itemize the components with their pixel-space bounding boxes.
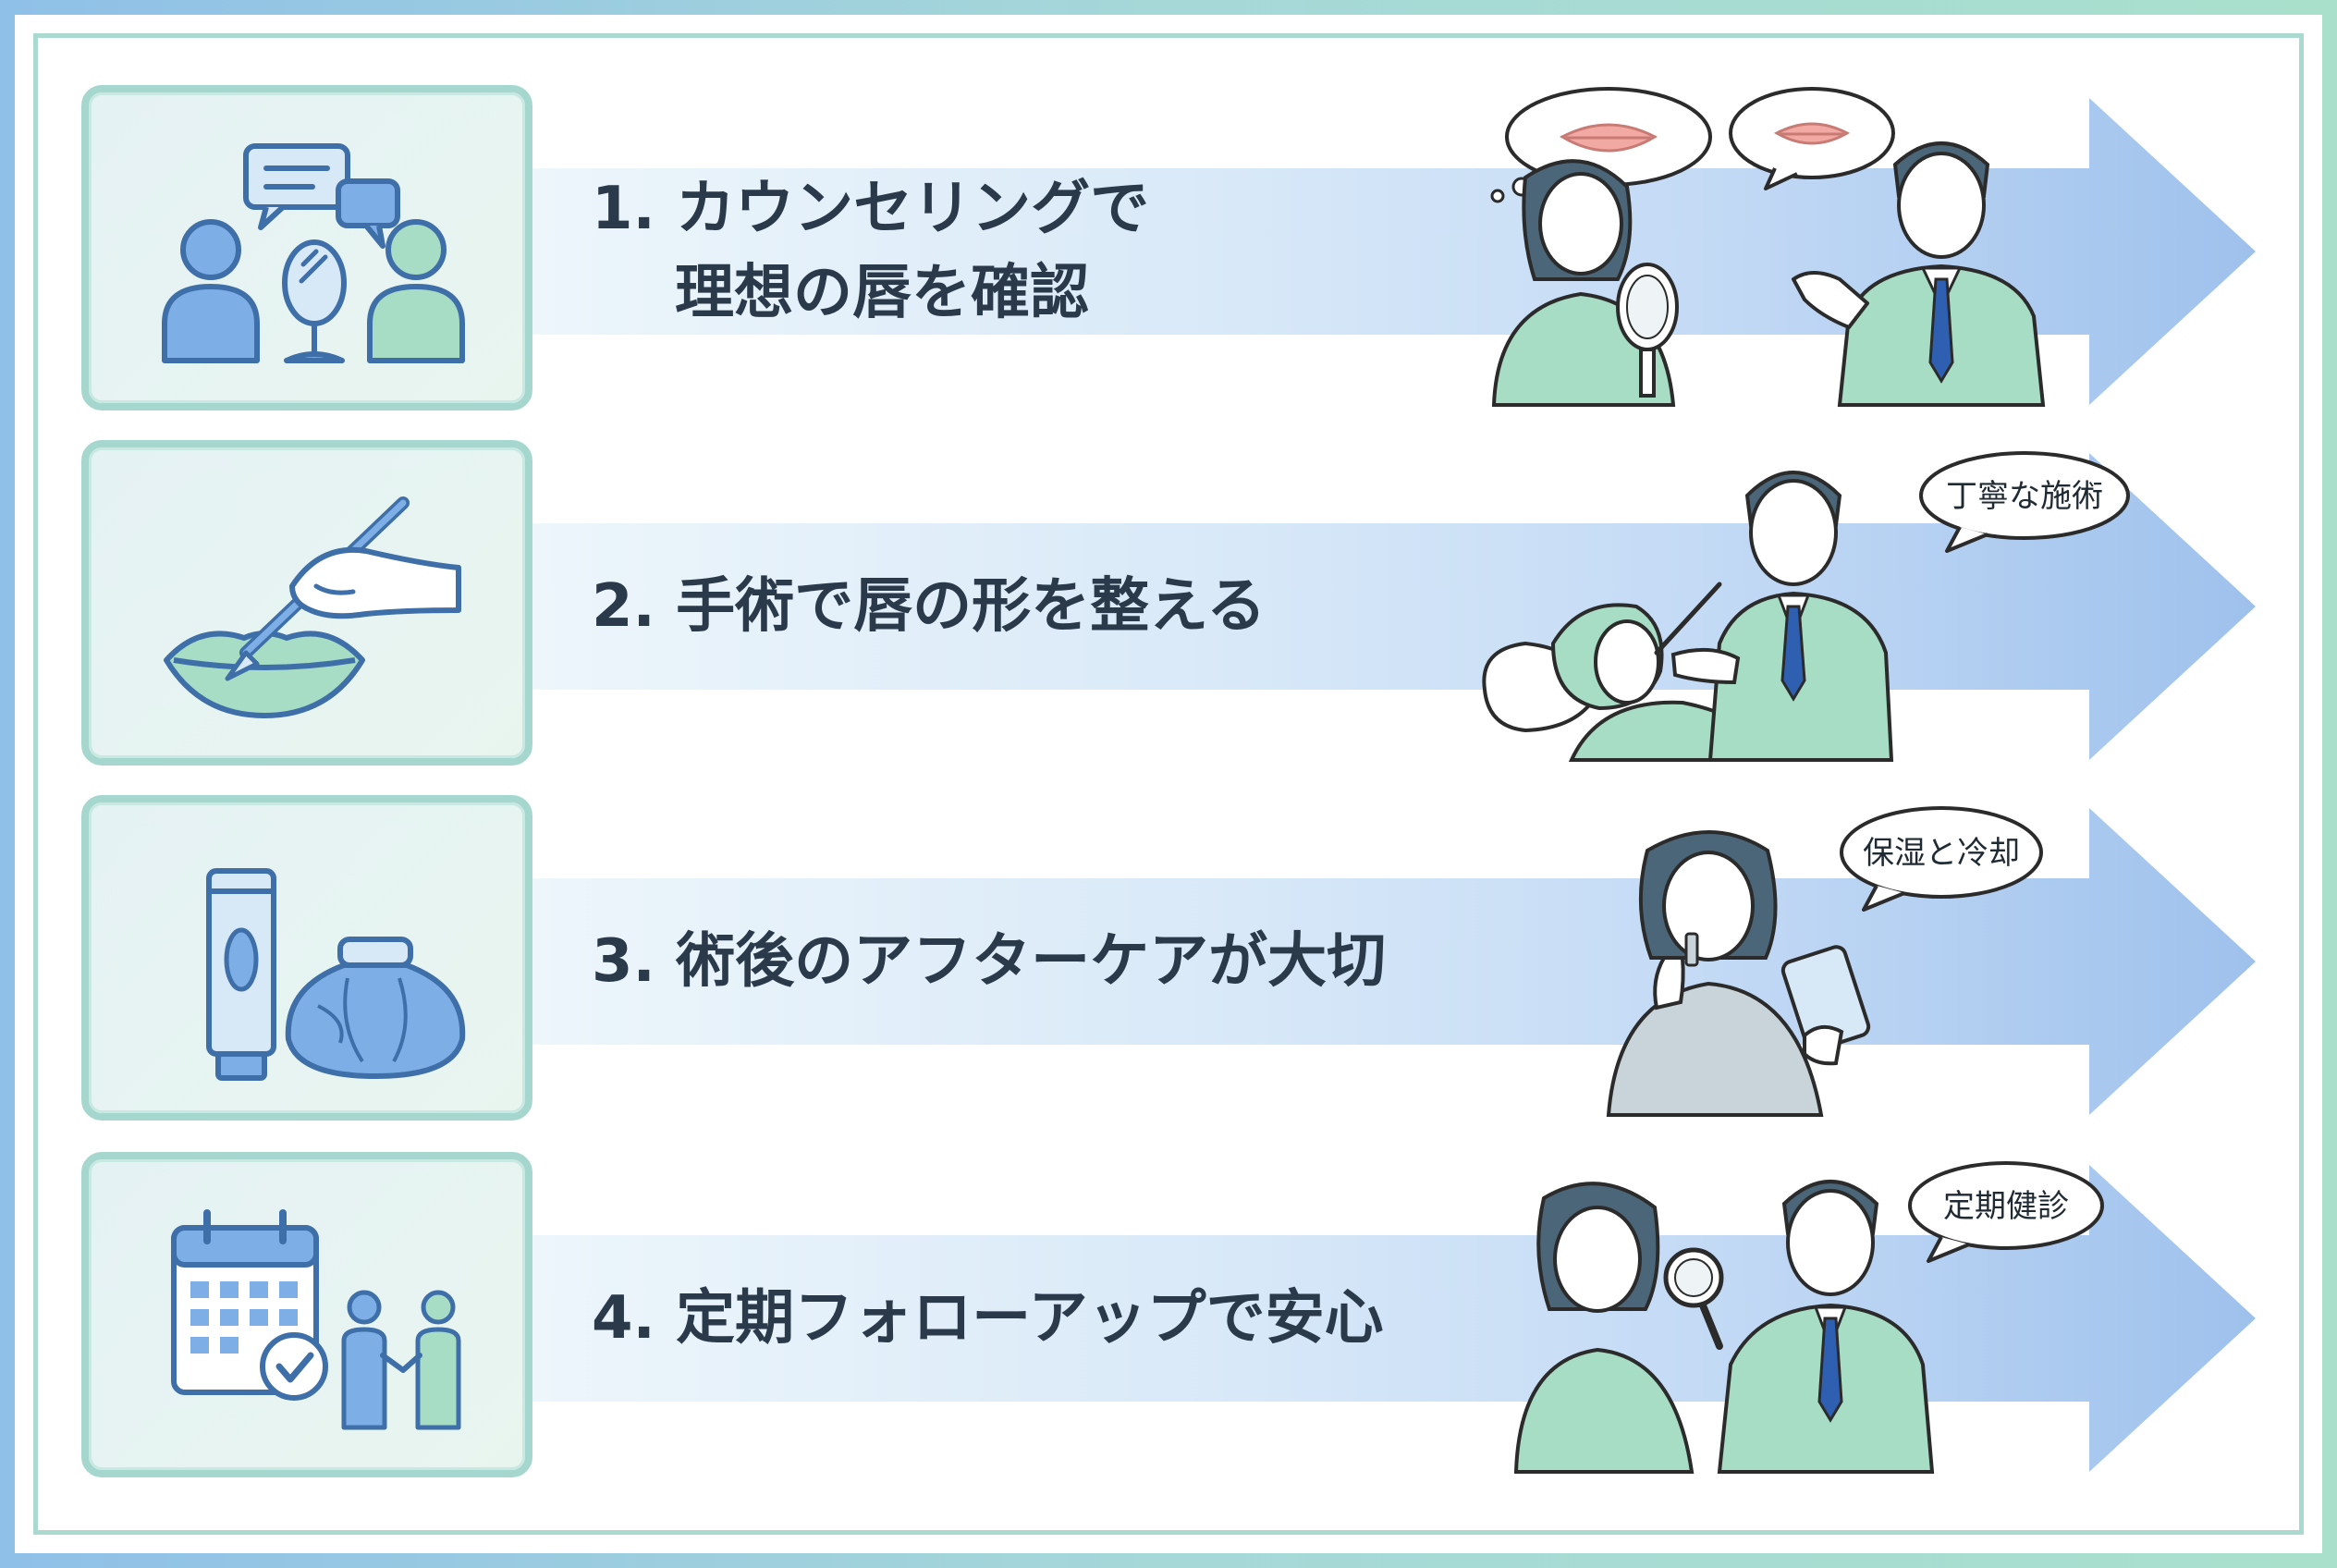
lip-surgery-icon [164,496,461,718]
aftercare-icon [206,868,466,1081]
follow-up-illustration: 定期健診 [1513,1161,2104,1474]
counseling-illustration [1490,87,2046,407]
consultation-icon [162,143,465,363]
step-1: 1. カウンセリングで 理想の唇を確認 [0,85,2337,418]
step-2-bubble-text: 丁寧な施術 [1946,478,2103,515]
step-4: 4. 定期フォローアップで安心 定期健診 [0,1152,2337,1485]
step-2-icon-box [81,440,532,766]
step-2-number: 2. [592,571,655,641]
step-3: 3. 術後のアフターケアが大切 保湿と冷却 [0,795,2337,1128]
step-4-label: 4. 定期フォローアップで安心 [592,1152,1516,1485]
step-3-bubble-text: 保湿と冷却 [1863,835,2020,872]
follow-up-icon [171,1209,461,1430]
step-2-label: 2. 手術で唇の形を整える [592,440,1516,773]
step-4-icon-box [81,1152,532,1477]
step-3-icon-box [81,795,532,1121]
step-3-label: 3. 術後のアフターケアが大切 [592,795,1516,1128]
step-1-title-line2: 理想の唇を確認 [675,259,1089,327]
step-1-label: 1. カウンセリングで 理想の唇を確認 [592,85,1516,418]
step-4-title: 定期フォローアップで安心 [676,1283,1384,1353]
step-2-title: 手術で唇の形を整える [676,571,1266,641]
aftercare-illustration: 保湿と冷却 [1606,806,2043,1117]
step-3-number: 3. [592,926,655,996]
surgery-illustration: 丁寧な施術 [1482,451,2130,762]
step-3-title: 術後のアフターケアが大切 [676,926,1387,996]
step-1-number: 1. [592,175,655,244]
step-4-bubble-text: 定期健診 [1943,1188,2069,1225]
inner-frame [33,33,2304,1535]
step-1-title-line1: カウンセリングで [676,175,1150,244]
step-4-number: 4. [592,1283,655,1353]
step-2: 2. 手術で唇の形を整える 丁寧な施術 [0,440,2337,773]
step-1-icon-box [81,85,532,410]
